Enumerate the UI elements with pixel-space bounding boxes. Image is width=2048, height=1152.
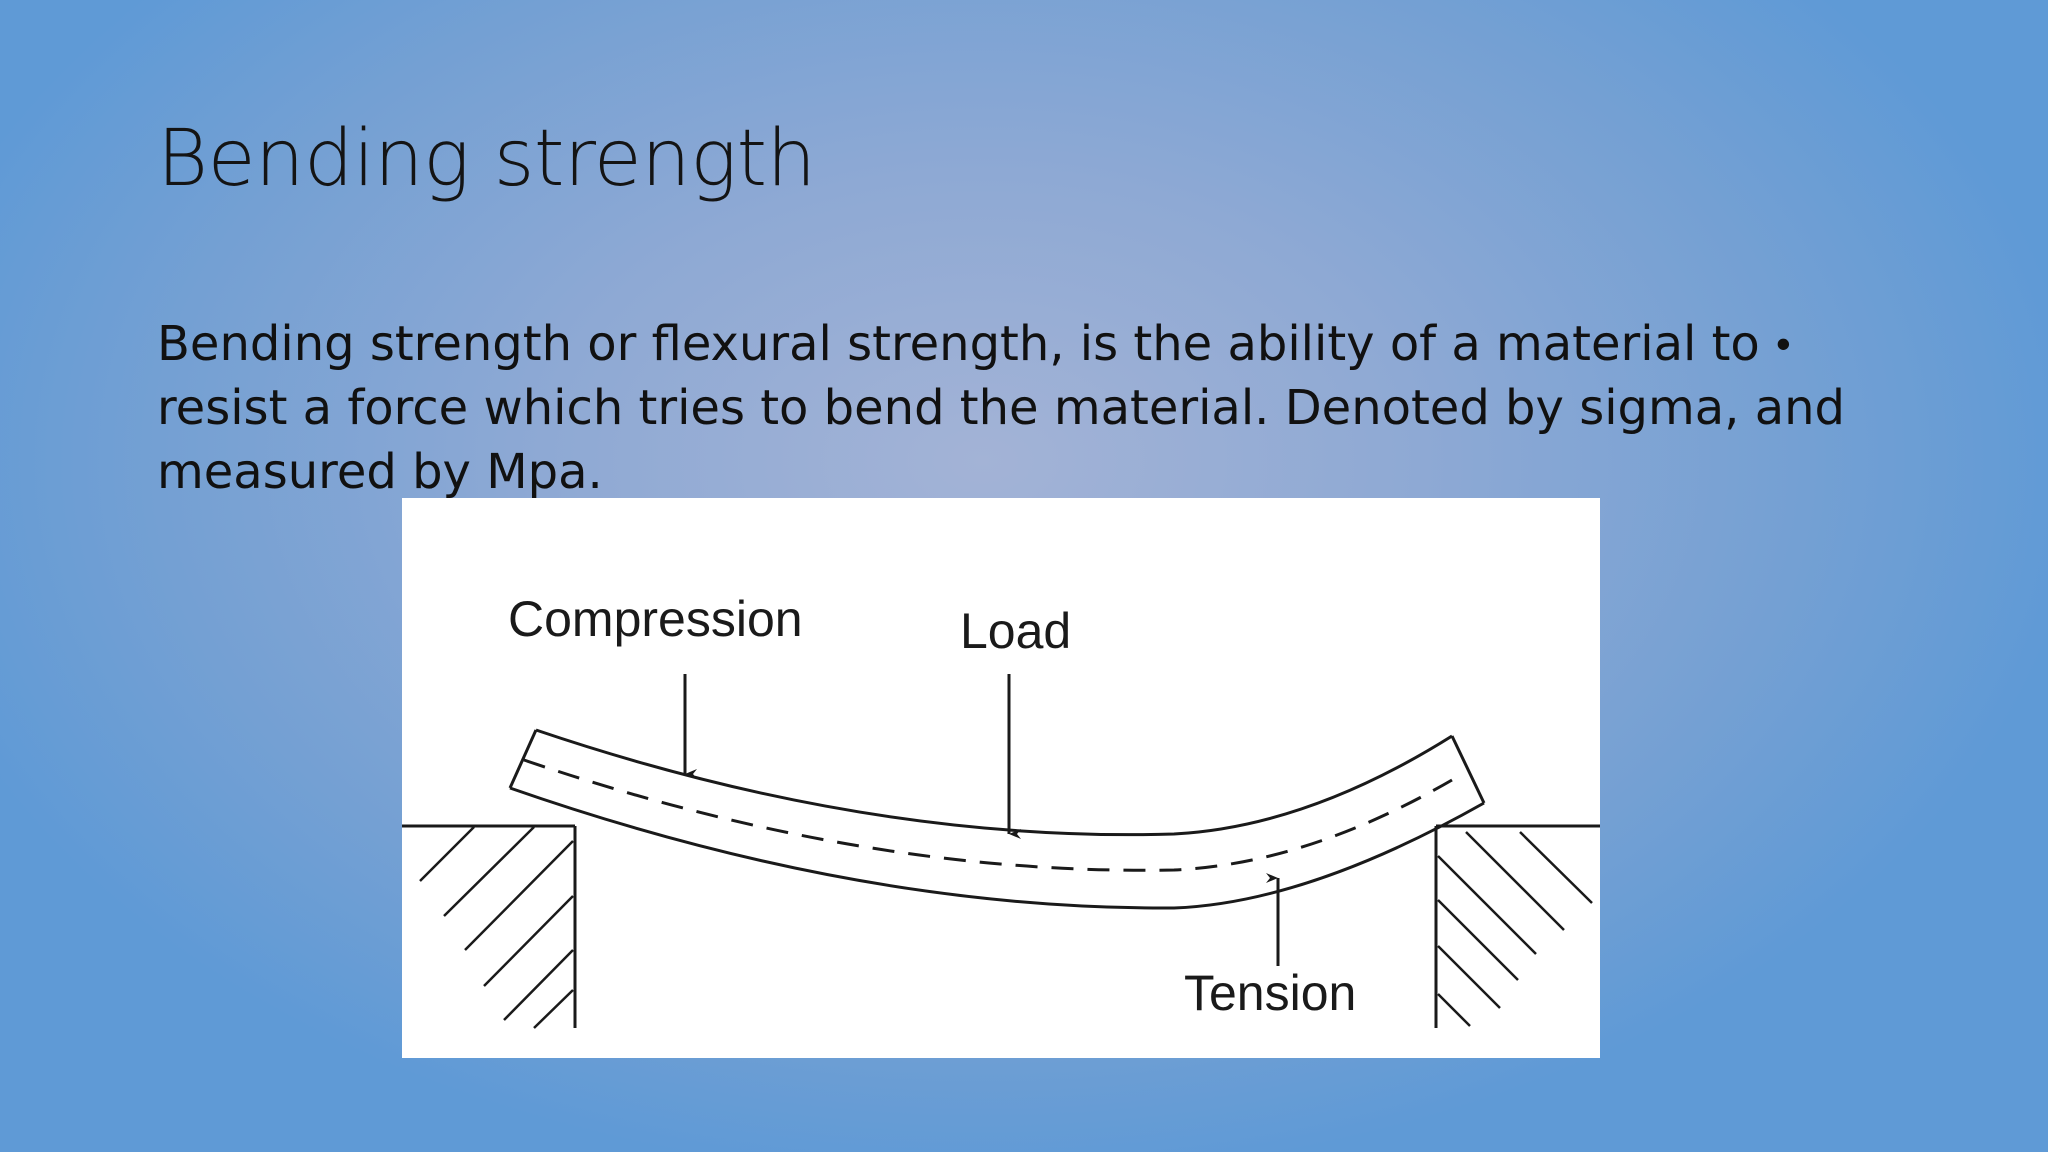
right-support-hatching: [1437, 831, 1593, 1027]
load-label: Load: [960, 603, 1071, 659]
bending-diagram: Compression Load Tension: [402, 498, 1600, 1058]
bent-beam: [508, 728, 1486, 910]
right-support: [1434, 824, 1600, 1028]
beam-top-edge: [535, 728, 1453, 837]
beam-left-end: [508, 729, 538, 789]
bullet-text: Bending strength or flexural strength, i…: [157, 312, 1877, 504]
beam-right-end: [1450, 735, 1486, 804]
neutral-axis-dashed: [523, 758, 1453, 872]
slide-title: Bending strength: [157, 114, 816, 204]
bullet-line-1: Bending strength or flexural strength, i…: [157, 316, 1760, 372]
bullet-line-2: resist a force which tries to bend the m…: [157, 380, 1845, 436]
left-support: [402, 824, 577, 1029]
compression-label: Compression: [508, 591, 803, 647]
beam-bottom-edge: [509, 786, 1485, 910]
bullet-marker: •: [1776, 320, 1791, 367]
tension-label: Tension: [1184, 965, 1356, 1021]
bending-diagram-svg: Compression Load Tension: [402, 591, 1600, 1029]
bullet-line-3: measured by Mpa.: [157, 444, 603, 500]
left-support-hatching: [419, 826, 574, 1029]
